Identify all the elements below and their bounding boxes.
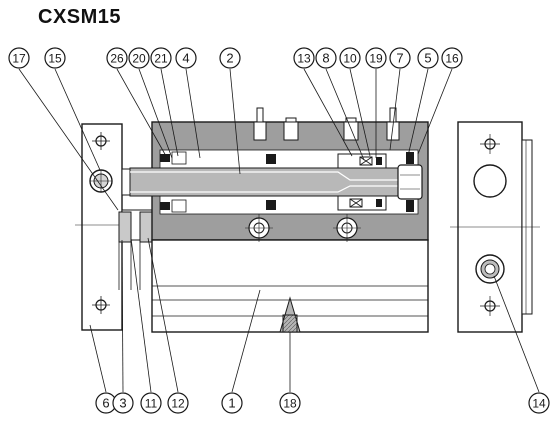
- callout-label: 1: [228, 396, 235, 411]
- callout-c5: 5: [417, 47, 439, 69]
- callout-circle: [221, 392, 243, 414]
- callout-label: 5: [424, 51, 431, 66]
- callout-circle: [175, 47, 197, 69]
- callout-label: 12: [171, 397, 185, 411]
- callout-circle: [128, 47, 150, 69]
- callout-c4: 4: [175, 47, 197, 69]
- side-view: [450, 121, 540, 333]
- callout-label: 17: [12, 52, 26, 66]
- callout-c14: 14: [528, 392, 550, 414]
- callout-c12: 12: [167, 392, 189, 414]
- callout-c16: 16: [441, 47, 463, 69]
- body-mount-hole-left: [245, 214, 273, 242]
- callout-c26: 26: [106, 47, 128, 69]
- callout-label: 10: [343, 52, 357, 66]
- callout-c20: 20: [128, 47, 150, 69]
- callout-label: 3: [119, 396, 126, 411]
- end-cap: [397, 164, 423, 200]
- callout-c1: 1: [221, 392, 243, 414]
- callout-label: 26: [110, 52, 124, 66]
- callout-label: 4: [182, 51, 189, 66]
- callout-label: 19: [369, 52, 383, 66]
- callout-c17: 17: [8, 47, 30, 69]
- callout-label: 2: [226, 51, 233, 66]
- callout-label: 18: [283, 397, 297, 411]
- piston-assembly: [337, 152, 414, 212]
- leader-lines: [18, 68, 540, 393]
- callout-c10: 10: [339, 47, 361, 69]
- callout-circle: [315, 47, 337, 69]
- callout-label: 6: [102, 396, 109, 411]
- callout-label: 21: [154, 52, 168, 66]
- body-mount-hole-right: [333, 214, 361, 242]
- callout-c15: 15: [44, 47, 66, 69]
- callout-circle: [140, 392, 162, 414]
- callout-label: 13: [297, 52, 311, 66]
- callout-circle: [389, 47, 411, 69]
- callout-circle: [417, 47, 439, 69]
- callout-label: 15: [48, 52, 62, 66]
- callout-label: 8: [322, 51, 329, 66]
- callout-label: 11: [145, 397, 158, 411]
- model-title: CXSM15: [38, 6, 122, 28]
- callout-circle: [339, 47, 361, 69]
- callout-c3: 3: [112, 392, 134, 414]
- callout-circle: [219, 47, 241, 69]
- callout-c11: 11: [140, 392, 162, 414]
- callout-label: 20: [132, 52, 146, 66]
- callout-label: 14: [532, 397, 546, 411]
- callout-label: 7: [396, 51, 403, 66]
- callout-circle: [112, 392, 134, 414]
- callout-circle: [44, 47, 66, 69]
- callout-c18: 18: [279, 392, 301, 414]
- callout-circle: [293, 47, 315, 69]
- callout-label: 16: [445, 52, 459, 66]
- callout-c13: 13: [293, 47, 315, 69]
- callout-circle: [365, 47, 387, 69]
- callout-circle: [150, 47, 172, 69]
- top-ports: [253, 107, 400, 141]
- callout-circle: [528, 392, 550, 414]
- callout-circle: [441, 47, 463, 69]
- callout-circle: [8, 47, 30, 69]
- callout-c8: 8: [315, 47, 337, 69]
- callout-circle: [279, 392, 301, 414]
- callout-c19: 19: [365, 47, 387, 69]
- callout-circle: [167, 392, 189, 414]
- cylinder-body: [129, 107, 429, 333]
- callout-c21: 21: [150, 47, 172, 69]
- callout-c2: 2: [219, 47, 241, 69]
- callout-circle: [106, 47, 128, 69]
- callout-c7: 7: [389, 47, 411, 69]
